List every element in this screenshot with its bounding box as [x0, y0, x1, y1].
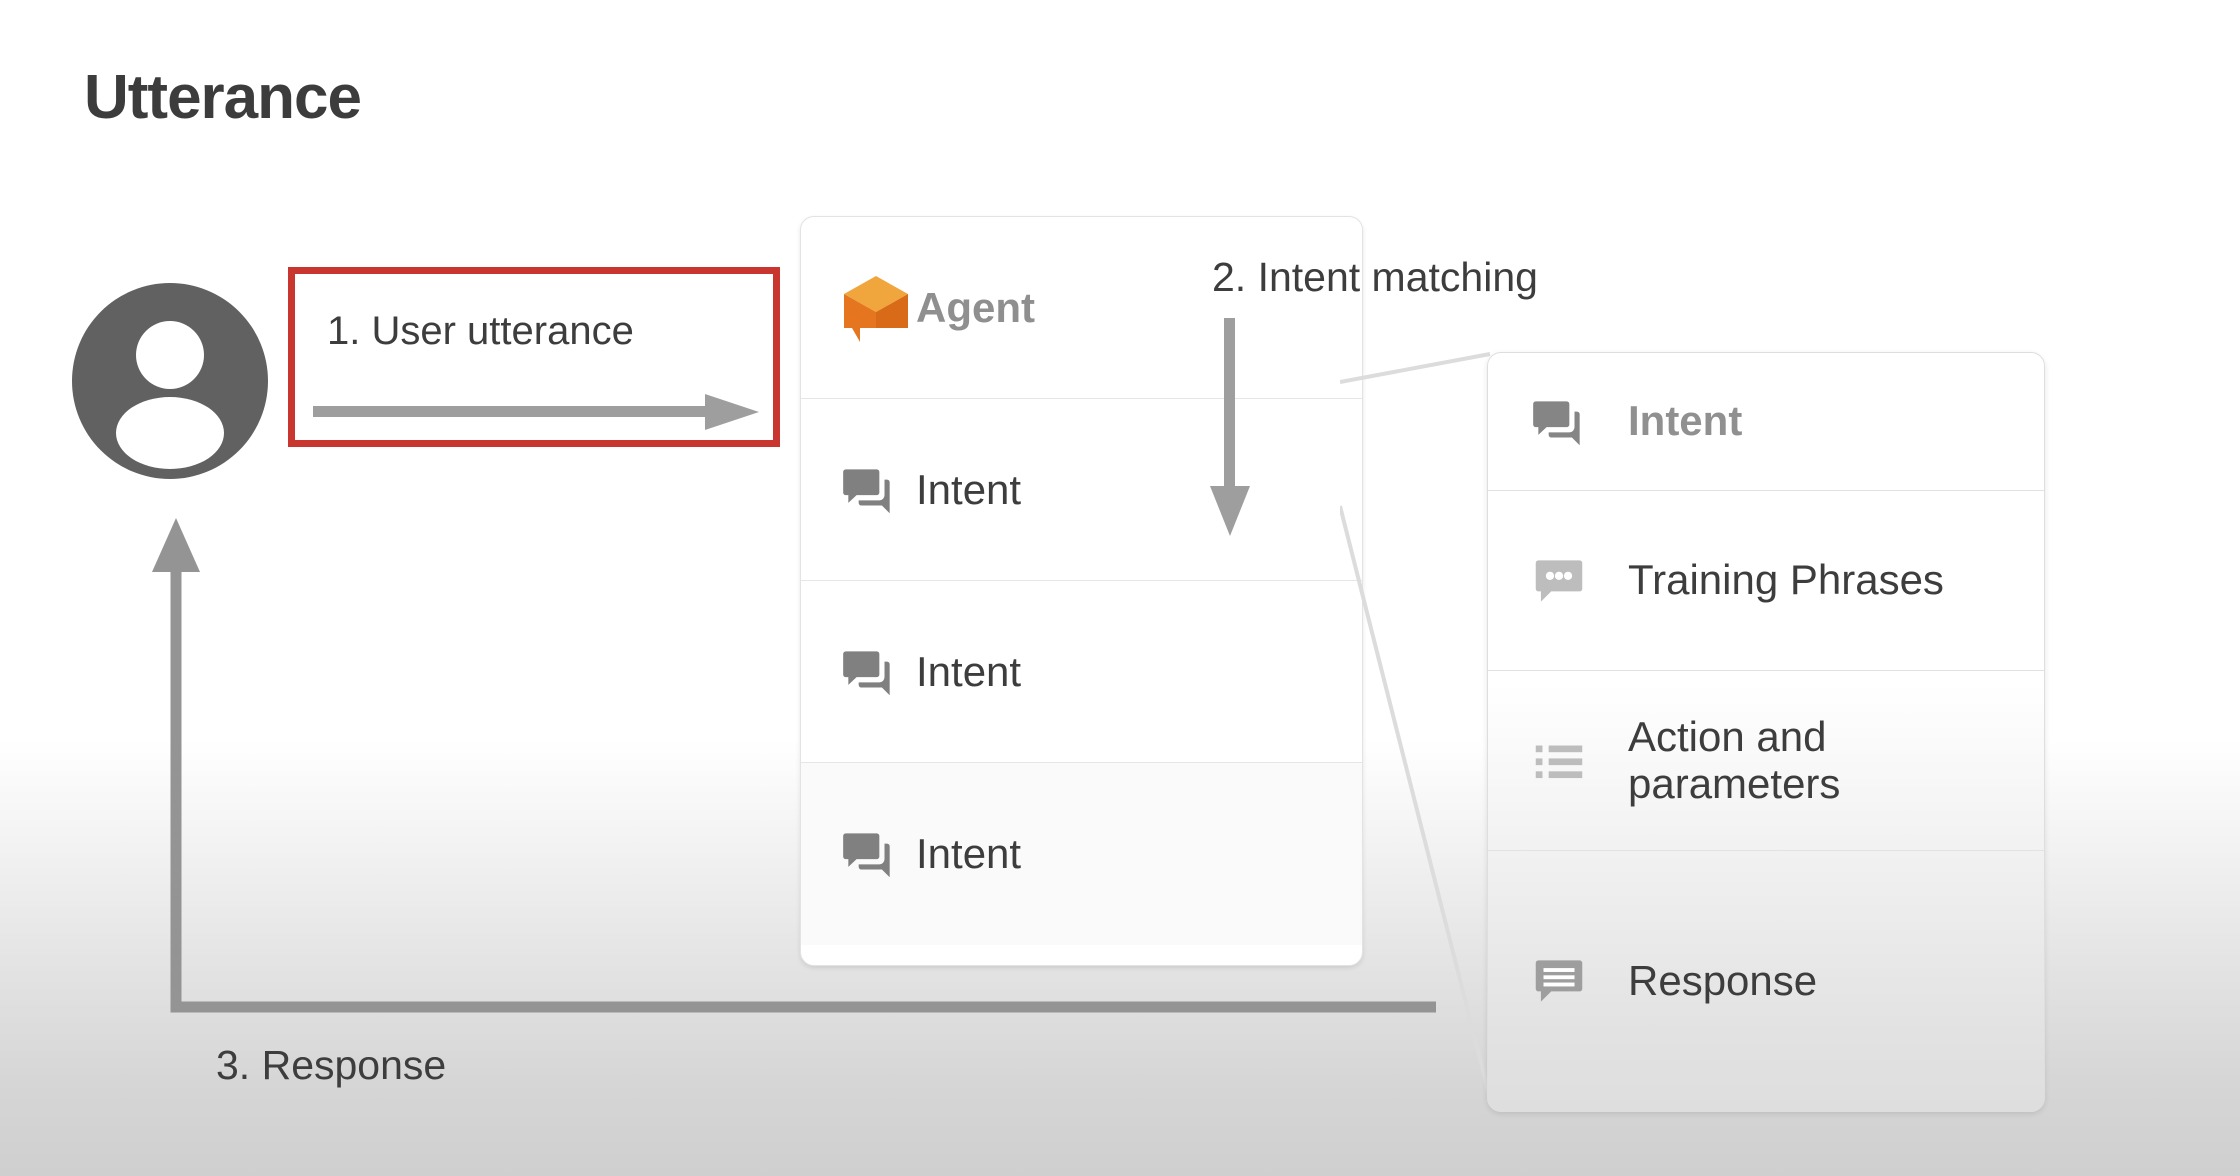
- forum-icon: [1533, 400, 1580, 445]
- message-lines-icon-slot: [1528, 950, 1628, 1012]
- detail-row-response-label: Response: [1628, 956, 1818, 1004]
- intent-matching-arrow: [1200, 318, 1260, 538]
- agent-card-header: Agent: [801, 217, 1362, 399]
- chat-dots-icon-slot: [1528, 550, 1628, 612]
- forum-icon: [843, 468, 890, 513]
- dialogflow-agent-cube-icon: [844, 275, 908, 342]
- connector-lines-icon: [1340, 352, 1494, 1107]
- forum-icon-slot: [838, 641, 916, 703]
- forum-icon: [843, 650, 890, 695]
- message-lines-icon: [1535, 960, 1583, 1002]
- chat-dots-icon: [1535, 559, 1583, 602]
- response-return-path: [140, 510, 1460, 1030]
- detail-row-training-phrases-label: Training Phrases: [1628, 556, 1944, 604]
- detail-row-intent-label: Intent: [1628, 397, 1743, 445]
- response-label: 3. Response: [216, 1042, 447, 1088]
- page-title: Utterance: [84, 63, 362, 132]
- forum-icon-slot: [838, 459, 916, 521]
- agent-card-header-label: Agent: [916, 283, 1035, 331]
- detail-card-connector-lines: [1340, 330, 1540, 1130]
- user-utterance-highlight-box: 1. User utterance: [288, 267, 780, 447]
- forum-icon: [843, 833, 890, 878]
- person-avatar-icon: [72, 283, 268, 479]
- agent-intent-row-label: Intent: [916, 465, 1022, 513]
- down-arrow-icon: [1210, 318, 1250, 536]
- detail-row-training-phrases[interactable]: Training Phrases: [1488, 491, 2044, 671]
- agent-card[interactable]: Agent Intent Intent Intent: [800, 216, 1363, 966]
- intent-detail-card[interactable]: Intent Training Phrases Action and param: [1487, 352, 2045, 1112]
- agent-intent-row-label: Intent: [916, 647, 1022, 695]
- agent-intent-row[interactable]: Intent: [801, 581, 1362, 763]
- detail-row-response[interactable]: Response: [1488, 851, 2044, 1111]
- user-utterance-label: 1. User utterance: [327, 309, 634, 353]
- forum-icon-slot: [1528, 391, 1628, 453]
- agent-intent-row-label: Intent: [916, 830, 1022, 877]
- response-arrow-icon: [152, 518, 1436, 1013]
- intent-matching-label: 2. Intent matching: [1212, 254, 1538, 300]
- user-utterance-arrow: [313, 392, 759, 432]
- agent-intent-row[interactable]: Intent: [801, 399, 1362, 581]
- forum-icon-slot: [838, 823, 916, 885]
- bulleted-list-icon: [1535, 745, 1583, 778]
- detail-row-action-and-parameters-label: Action and parameters: [1628, 713, 1841, 807]
- detail-row-intent[interactable]: Intent: [1488, 353, 2044, 491]
- user-avatar: [72, 283, 268, 479]
- agent-intent-row[interactable]: Intent: [801, 763, 1362, 945]
- bulleted-list-icon-slot: [1528, 730, 1628, 792]
- detail-row-action-and-parameters[interactable]: Action and parameters: [1488, 671, 2044, 851]
- agent-icon-slot: [838, 270, 916, 346]
- right-arrow-icon: [313, 394, 759, 430]
